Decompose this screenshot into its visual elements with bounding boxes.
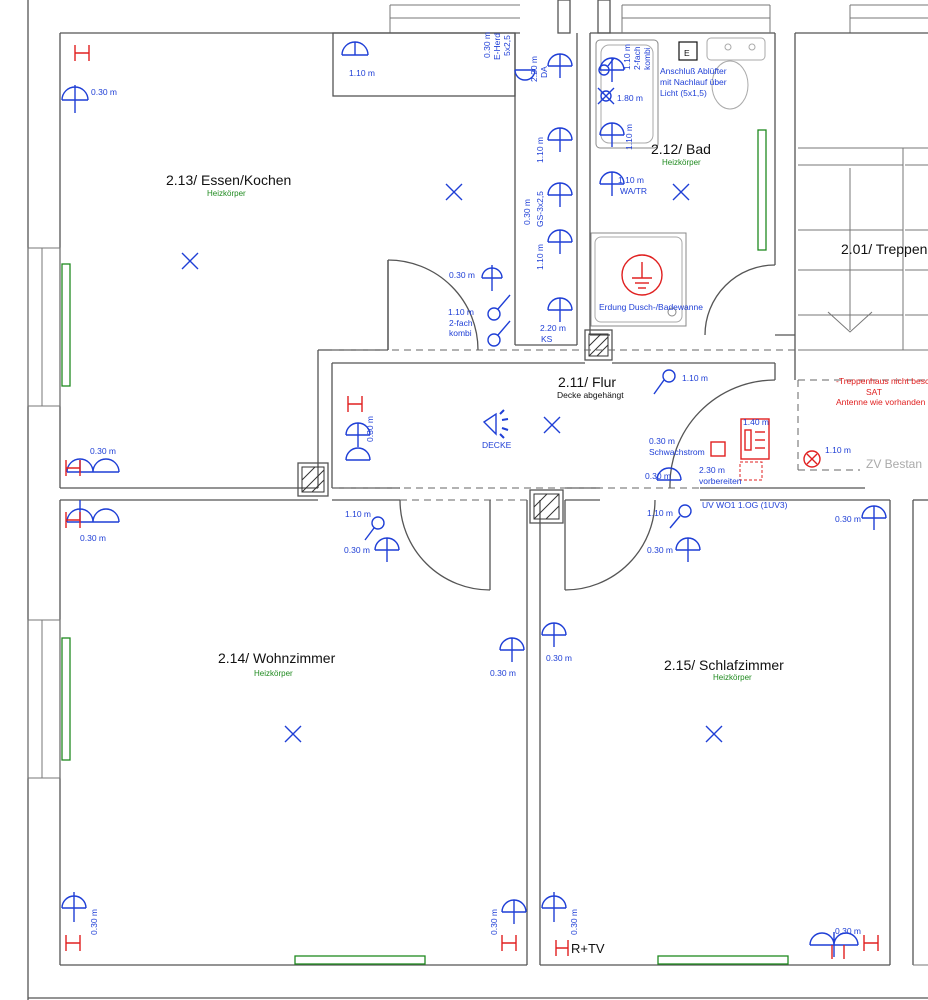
svg-text:1.80 m: 1.80 m xyxy=(617,93,643,103)
svg-text:2.20 m: 2.20 m xyxy=(529,56,539,82)
svg-text:2.30 m: 2.30 m xyxy=(699,465,725,475)
svg-text:0.30 m: 0.30 m xyxy=(90,446,116,456)
svg-text:DA: DA xyxy=(539,66,549,78)
svg-text:5x2,5: 5x2,5 xyxy=(502,35,512,56)
svg-text:Anschluß Ablüfter: Anschluß Ablüfter xyxy=(660,66,727,76)
svg-text:1.10 m: 1.10 m xyxy=(535,137,545,163)
svg-text:Erdung Dusch-/Badewanne: Erdung Dusch-/Badewanne xyxy=(599,302,703,312)
room-schlaf-sub: Heizkörper xyxy=(713,673,752,682)
svg-text:2-fach: 2-fach xyxy=(449,318,473,328)
room-bad-name: 2.12/ Bad xyxy=(651,141,711,157)
room-flur-sub: Decke abgehängt xyxy=(557,390,624,400)
svg-text:1.10 m: 1.10 m xyxy=(682,373,708,383)
svg-text:0.30 m: 0.30 m xyxy=(91,87,117,97)
room-essen-name: 2.13/ Essen/Kochen xyxy=(166,172,291,188)
svg-text:0.30 m: 0.30 m xyxy=(489,909,499,935)
radiators xyxy=(61,129,789,965)
svg-text:1.10 m: 1.10 m xyxy=(622,44,632,70)
walls xyxy=(27,0,928,1000)
svg-text:Antenne wie vorhanden: Antenne wie vorhanden xyxy=(836,397,926,407)
room-schlaf-name: 2.15/ Schlafzimmer xyxy=(664,657,784,673)
erdung-icon xyxy=(621,254,663,296)
svg-text:E-Herd: E-Herd xyxy=(492,33,502,60)
svg-text:Licht (5x1,5): Licht (5x1,5) xyxy=(660,88,707,98)
svg-text:1.10 m: 1.10 m xyxy=(535,244,545,270)
svg-text:2.20 m: 2.20 m xyxy=(540,323,566,333)
svg-text:1.10 m: 1.10 m xyxy=(618,175,644,185)
room-essen-sub: Heizkörper xyxy=(207,189,246,198)
svg-text:0.30 m: 0.30 m xyxy=(522,199,532,225)
svg-text:0.30 m: 0.30 m xyxy=(482,32,492,58)
svg-text:2-fach: 2-fach xyxy=(632,46,642,70)
room-bad-sub: Heizkörper xyxy=(662,158,701,167)
svg-text:WA/TR: WA/TR xyxy=(620,186,647,196)
socket-icons xyxy=(61,41,887,957)
bathroom-fixtures xyxy=(590,37,766,327)
svg-text:GS-3x2,5: GS-3x2,5 xyxy=(535,191,545,227)
svg-text:kombi: kombi xyxy=(449,328,472,338)
room-flur-name: 2.11/ Flur xyxy=(558,374,616,390)
svg-text:0.30 m: 0.30 m xyxy=(490,668,516,678)
svg-text:0.30 m: 0.30 m xyxy=(546,653,572,663)
svg-text:0.30 m: 0.30 m xyxy=(569,909,579,935)
svg-text:0.30 m: 0.30 m xyxy=(649,436,675,446)
svg-text:mit Nachlauf über: mit Nachlauf über xyxy=(660,77,727,87)
svg-text:kombi: kombi xyxy=(642,47,652,70)
svg-text:Schwachstrom: Schwachstrom xyxy=(649,447,705,457)
svg-text:0.30 m: 0.30 m xyxy=(647,545,673,555)
svg-text:1.10 m: 1.10 m xyxy=(345,509,371,519)
rtv-label: R+TV xyxy=(571,941,605,956)
svg-text:1.40 m: 1.40 m xyxy=(743,417,769,427)
room-labels: 2.13/ Essen/Kochen Heizkörper 2.12/ Bad … xyxy=(166,141,927,682)
doors xyxy=(387,259,776,591)
svg-text:-Treppenhaus nicht besc: -Treppenhaus nicht besc xyxy=(836,376,928,386)
svg-text:UV WO1 1.OG (1UV3): UV WO1 1.OG (1UV3) xyxy=(702,500,788,510)
svg-text:0.30 m: 0.30 m xyxy=(835,514,861,524)
svg-text:0.30 m: 0.30 m xyxy=(449,270,475,280)
dashed-lines xyxy=(332,349,928,501)
svg-text:0.30 m: 0.30 m xyxy=(835,926,861,936)
svg-text:1.10 m: 1.10 m xyxy=(448,307,474,317)
svg-text:KS: KS xyxy=(541,334,553,344)
ceiling-light-icons xyxy=(181,87,723,743)
svg-text:1.10 m: 1.10 m xyxy=(647,508,673,518)
svg-text:1.10 m: 1.10 m xyxy=(349,68,375,78)
svg-text:0.30 m: 0.30 m xyxy=(344,545,370,555)
svg-text:0.30 m: 0.30 m xyxy=(89,909,99,935)
annotation-labels: 1.10 m 0.30 m 0.30 m 0.30 m 0.30 m 1.10 … xyxy=(80,48,928,956)
svg-text:0.30 m: 0.30 m xyxy=(365,416,375,442)
svg-text:vorbereiten: vorbereiten xyxy=(699,476,742,486)
svg-text:E: E xyxy=(684,48,690,58)
vertical-labels: 0.30 m E-Herd 5x2,5 2.20 m DA 1.10 m 0.3… xyxy=(89,32,652,935)
e-box-icon xyxy=(678,41,698,61)
svg-text:1.10 m: 1.10 m xyxy=(825,445,851,455)
svg-text:SAT: SAT xyxy=(866,387,882,397)
room-wohn-name: 2.14/ Wohnzimmer xyxy=(218,650,336,666)
svg-text:0.30 m: 0.30 m xyxy=(80,533,106,543)
room-wohn-sub: Heizkörper xyxy=(254,669,293,678)
red-data-sockets xyxy=(65,45,879,959)
svg-text:0.30 m: 0.30 m xyxy=(645,471,671,481)
chimney-hatching xyxy=(301,333,609,520)
svg-text:ZV Bestan: ZV Bestan xyxy=(866,457,922,471)
decke-light-icon xyxy=(482,409,509,439)
room-treppe-name: 2.01/ Treppen xyxy=(841,241,927,257)
svg-text:DECKE: DECKE xyxy=(482,440,512,450)
switch-icons xyxy=(364,57,692,541)
svg-text:1.10 m: 1.10 m xyxy=(624,124,634,150)
